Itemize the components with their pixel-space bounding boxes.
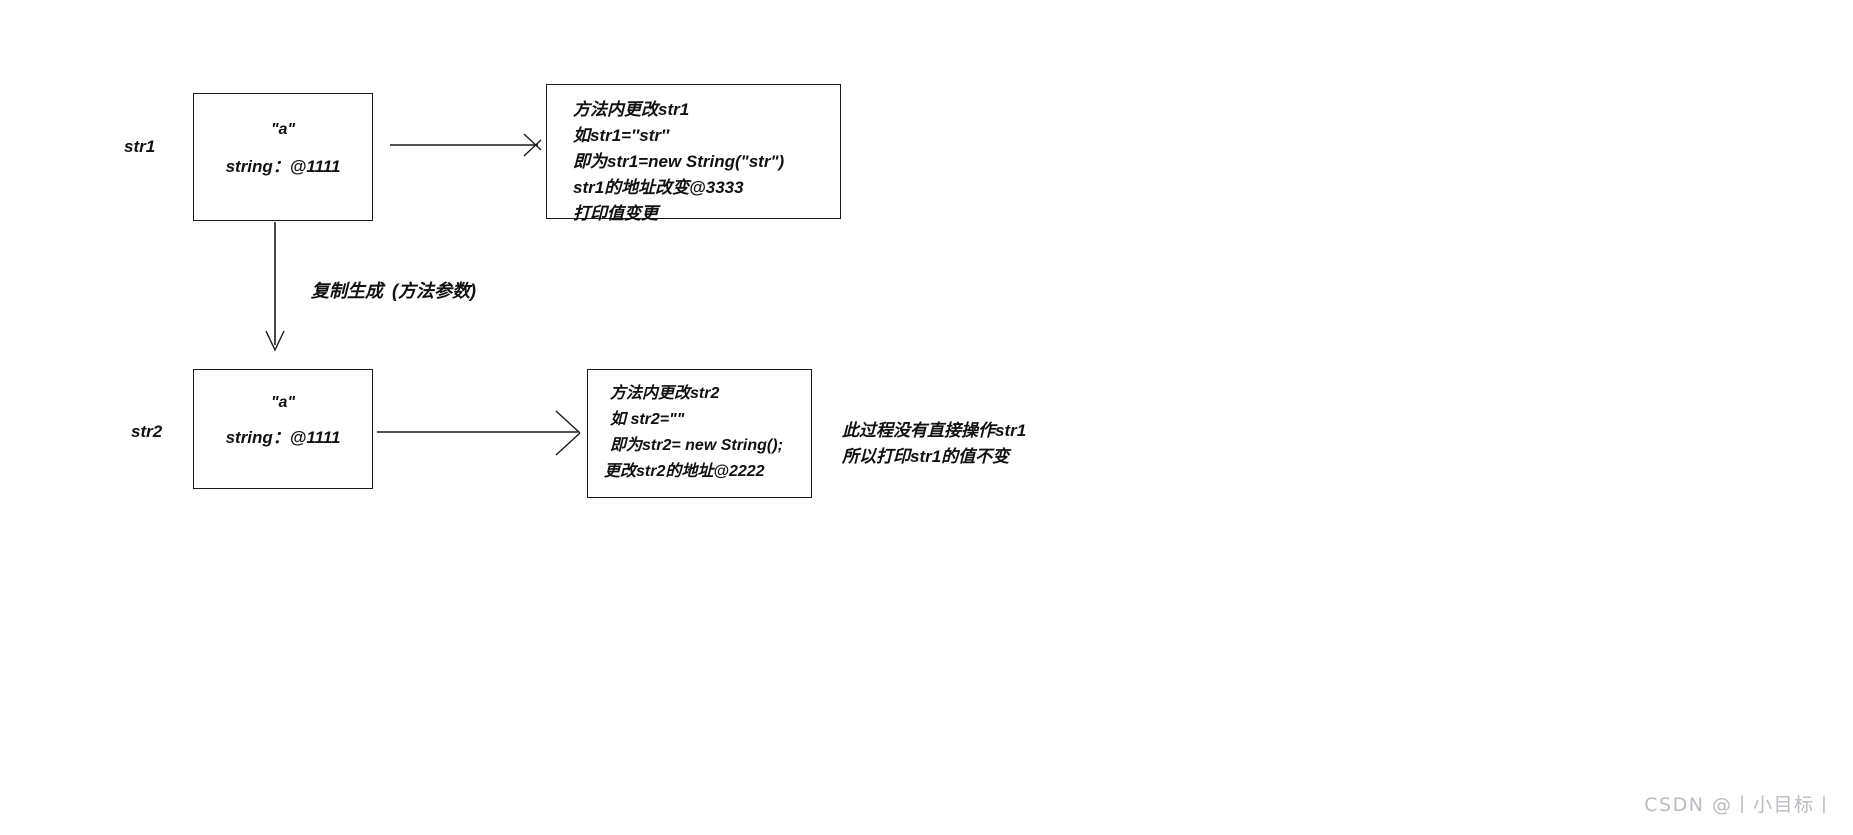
str2-box-value: "a": [270, 394, 296, 411]
str1-box-type-address: string：@1111: [225, 157, 341, 176]
note2-line-3: 即为str2= new String();: [610, 437, 783, 454]
note1-line-3: 即为str1=new String("str"): [573, 152, 785, 171]
side-note-line-1: 此过程没有直接操作str1: [842, 421, 1027, 440]
csdn-watermark: CSDN @丨小目标丨: [1644, 794, 1835, 816]
side-note-line-2: 所以打印str1的值不变: [842, 447, 1010, 466]
str2-memory-box: "a" string：@1111: [193, 369, 373, 489]
arrow-str2-to-note2: [377, 410, 581, 456]
note2-line-2: 如 str2="": [610, 411, 685, 428]
note-box-str1: 方法内更改str1 如str1=″str″ 即为str1=new String(…: [546, 84, 841, 223]
str2-label: str2: [131, 422, 163, 441]
str2-box-type-address: string：@1111: [225, 428, 341, 447]
str1-memory-box: "a" string：@1111: [193, 93, 373, 221]
copy-create-label: 复制生成: [311, 281, 383, 301]
note1-line-2: 如str1=″str″: [573, 126, 670, 145]
note-box-str2: 方法内更改str2 如 str2="" 即为str2= new String()…: [587, 369, 812, 498]
note2-line-4: 更改str2的地址@2222: [604, 463, 765, 480]
arrow-str1-to-str2: [265, 222, 285, 352]
method-param-label: (方法参数): [392, 281, 476, 301]
note1-line-4: str1的地址改变@3333: [573, 178, 744, 197]
note1-line-1: 方法内更改str1: [573, 100, 690, 119]
note1-line-5: 打印值变更: [573, 204, 658, 223]
note2-line-1: 方法内更改str2: [610, 385, 720, 402]
arrow-str1-to-note1: [390, 133, 542, 157]
str1-label: str1: [124, 137, 156, 156]
str1-box-value: "a": [270, 121, 296, 138]
